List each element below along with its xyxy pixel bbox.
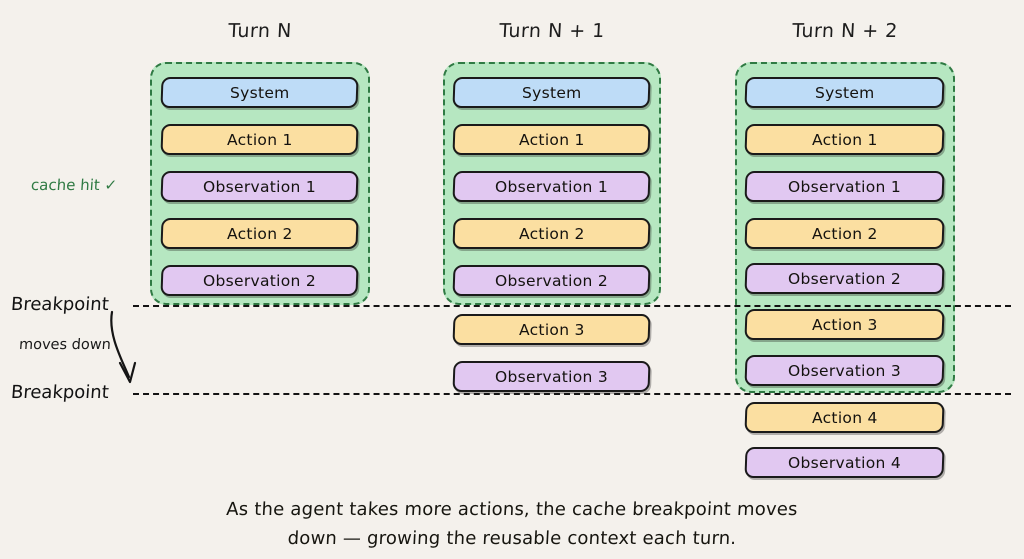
- chip-label: Action 4: [811, 408, 878, 427]
- caption-line-2: down — growing the reusable context each…: [287, 528, 737, 549]
- chip-label: Observation 3: [787, 361, 902, 380]
- moves-down-annotation: moves down: [18, 337, 112, 353]
- chip-label: System: [229, 83, 290, 102]
- context-chip-observation-4[interactable]: Observation 4: [744, 447, 945, 478]
- chip-label: Action 1: [518, 130, 585, 149]
- chip-label: Action 3: [811, 315, 878, 334]
- column-title-turn-n: Turn N: [227, 20, 293, 42]
- context-chip-observation-2[interactable]: Observation 2: [452, 265, 651, 296]
- chip-label: Observation 4: [787, 453, 902, 472]
- chip-label: Observation 1: [787, 177, 902, 196]
- context-chip-system[interactable]: System: [744, 77, 945, 108]
- context-chip-observation-1[interactable]: Observation 1: [452, 171, 651, 202]
- chip-label: Observation 2: [787, 269, 902, 288]
- chip-label: Action 2: [811, 224, 878, 243]
- cache-hit-annotation: cache hit ✓: [30, 176, 118, 194]
- context-chip-action-4[interactable]: Action 4: [744, 402, 945, 433]
- context-chip-observation-3[interactable]: Observation 3: [452, 361, 651, 392]
- chip-label: Observation 2: [202, 271, 317, 290]
- breakpoint-label-lower: Breakpoint: [10, 382, 110, 403]
- chip-label: System: [521, 83, 582, 102]
- context-chip-observation-1[interactable]: Observation 1: [160, 171, 359, 202]
- chip-label: Action 2: [518, 224, 585, 243]
- chip-label: Action 1: [811, 130, 878, 149]
- caption-line-1: As the agent takes more actions, the cac…: [225, 499, 799, 520]
- chip-label: Observation 1: [202, 177, 317, 196]
- context-chip-action-3[interactable]: Action 3: [744, 309, 945, 340]
- context-chip-observation-3[interactable]: Observation 3: [744, 355, 945, 386]
- context-chip-observation-1[interactable]: Observation 1: [744, 171, 945, 202]
- chip-label: Observation 3: [494, 367, 609, 386]
- context-chip-observation-2[interactable]: Observation 2: [160, 265, 359, 296]
- context-chip-action-2[interactable]: Action 2: [452, 218, 651, 249]
- breakpoint-line-lower: [133, 393, 1011, 395]
- context-chip-action-2[interactable]: Action 2: [160, 218, 359, 249]
- context-chip-observation-2[interactable]: Observation 2: [744, 263, 945, 294]
- chip-label: Observation 2: [494, 271, 609, 290]
- context-chip-action-1[interactable]: Action 1: [744, 124, 945, 155]
- chip-label: Action 3: [518, 320, 585, 339]
- context-chip-system[interactable]: System: [160, 77, 359, 108]
- column-title-turn-n-plus-1: Turn N + 1: [498, 20, 606, 42]
- breakpoint-line-upper: [133, 305, 1011, 307]
- column-title-turn-n-plus-2: Turn N + 2: [791, 20, 899, 42]
- context-chip-action-1[interactable]: Action 1: [160, 124, 359, 155]
- chip-label: Action 2: [226, 224, 293, 243]
- context-chip-action-3[interactable]: Action 3: [452, 314, 651, 345]
- chip-label: Action 1: [226, 130, 293, 149]
- chip-label: Observation 1: [494, 177, 609, 196]
- context-chip-system[interactable]: System: [452, 77, 651, 108]
- breakpoint-label-upper: Breakpoint: [10, 294, 110, 315]
- context-chip-action-2[interactable]: Action 2: [744, 218, 945, 249]
- chip-label: System: [814, 83, 875, 102]
- context-chip-action-1[interactable]: Action 1: [452, 124, 651, 155]
